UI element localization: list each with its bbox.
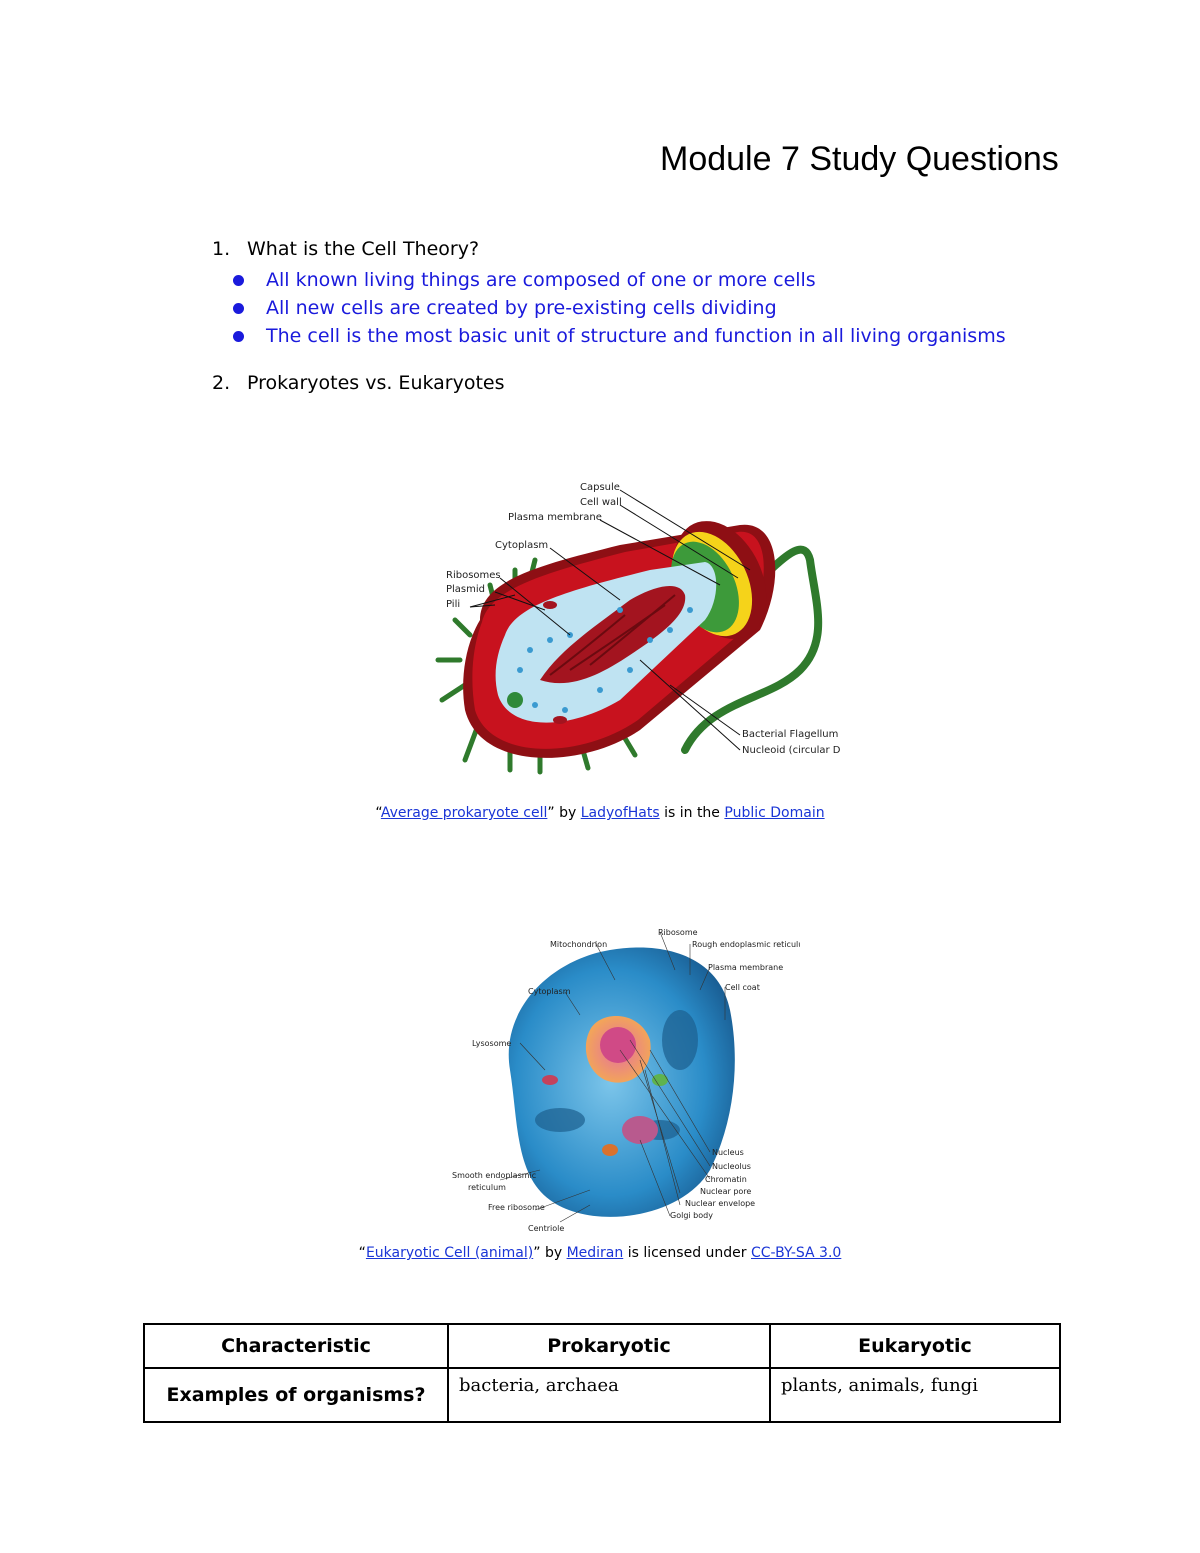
caption-license-link[interactable]: CC-BY-SA 3.0 [751,1245,842,1261]
bullet-icon [233,303,244,314]
label-lysosome: Lysosome [472,1039,511,1048]
label-mitochondrion: Mitochondrion [550,940,607,949]
label-chromatin: Chromatin [705,1175,747,1184]
label-nucleoid: Nucleoid (circular DNA) [742,745,840,756]
bullet-icon [233,331,244,342]
label-cytoplasm: Cytoplasm [528,987,571,996]
eukaryote-cell-diagram: Ribosome Mitochondrion Rough endoplasmic… [440,920,811,1240]
header-eukaryotic: Eukaryotic [769,1323,1061,1369]
label-centriole: Centriole [528,1224,564,1233]
caption-text: ” by [547,805,581,821]
answer-text: The cell is the most basic unit of struc… [266,325,1006,347]
caption-title-link[interactable]: Eukaryotic Cell (animal) [365,1245,534,1261]
question-2: 2. Prokaryotes vs. Eukaryotes [212,372,505,394]
label-flagellum: Bacterial Flagellum [742,729,838,740]
answer-text: All known living things are composed of … [266,269,816,291]
row-label: Examples of organisms? [143,1367,449,1423]
label-free-ribosome: Free ribosome [488,1203,545,1212]
caption-quote: “ [375,805,381,821]
bullet-icon [233,275,244,286]
question-number: 1. [212,238,231,260]
label-cell-wall: Cell wall [580,497,622,508]
caption-quote: “ [358,1245,366,1261]
label-ribosomes: Ribosomes [446,570,501,581]
flagellum-shape [681,545,823,754]
label-ribosome: Ribosome [658,928,698,937]
label-plasma-membrane: Plasma membrane [508,512,602,523]
question-text: Prokaryotes vs. Eukaryotes [247,372,505,394]
table-header-row: Characteristic Prokaryotic Eukaryotic [143,1323,1061,1369]
nucleoid-shape [540,585,686,684]
caption-license-link[interactable]: Public Domain [724,805,825,821]
caption-text: is licensed under [623,1245,751,1261]
answer-list: All known living things are composed of … [233,266,1006,350]
label-golgi: Golgi body [670,1211,713,1220]
ribosome-dots [517,607,693,713]
label-rough-er: Rough endoplasmic reticulum [692,940,800,949]
label-nuclear-pore: Nuclear pore [700,1187,751,1196]
caption-text: ” by [533,1245,567,1261]
question-number: 2. [212,372,231,394]
answer-item: All new cells are created by pre-existin… [233,294,1006,322]
label-nucleus: Nucleus [712,1148,744,1157]
label-plasmid: Plasmid [446,584,485,595]
prokaryote-cell-diagram: Capsule Cell wall Plasma membrane Cytopl… [420,470,859,790]
label-plasma-membrane: Plasma membrane [708,963,783,972]
golgi-shape [622,1116,658,1144]
page-title: Module 7 Study Questions [660,140,1059,178]
question-text: What is the Cell Theory? [247,238,480,260]
answer-item: All known living things are composed of … [233,266,1006,294]
label-smooth-er: Smooth endoplasmic [452,1171,536,1180]
header-prokaryotic: Prokaryotic [447,1323,771,1369]
prokaryotic-cell[interactable]: bacteria, archaea [447,1367,771,1423]
label-nuclear-envelope: Nuclear envelope [685,1199,755,1208]
answer-item: The cell is the most basic unit of struc… [233,322,1006,350]
table-row: Examples of organisms? bacteria, archaea… [143,1367,1061,1423]
caption-text: is in the [659,805,725,821]
question-1: 1. What is the Cell Theory? [212,238,479,260]
eukaryote-caption: “Eukaryotic Cell (animal)” by Mediran is… [0,1245,1200,1261]
comparison-table: Characteristic Prokaryotic Eukaryotic Ex… [143,1323,1061,1423]
eukaryotic-cell[interactable]: plants, animals, fungi [769,1367,1061,1423]
label-capsule: Capsule [580,482,620,493]
caption-title-link[interactable]: Average prokaryote cell [380,805,548,821]
label-cell-coat: Cell coat [725,983,760,992]
header-characteristic: Characteristic [143,1323,449,1369]
label-nucleolus: Nucleolus [712,1162,751,1171]
plasmid-dot [507,692,523,708]
label-cytoplasm: Cytoplasm [495,540,548,551]
answer-text: All new cells are created by pre-existin… [266,297,777,319]
label-pili: Pili [446,599,460,610]
label-smooth-er-2: reticulum [468,1183,506,1192]
prokaryote-caption: “Average prokaryote cell” by LadyofHats … [0,805,1200,821]
caption-author-link[interactable]: LadyofHats [580,805,660,821]
caption-author-link[interactable]: Mediran [566,1245,624,1261]
